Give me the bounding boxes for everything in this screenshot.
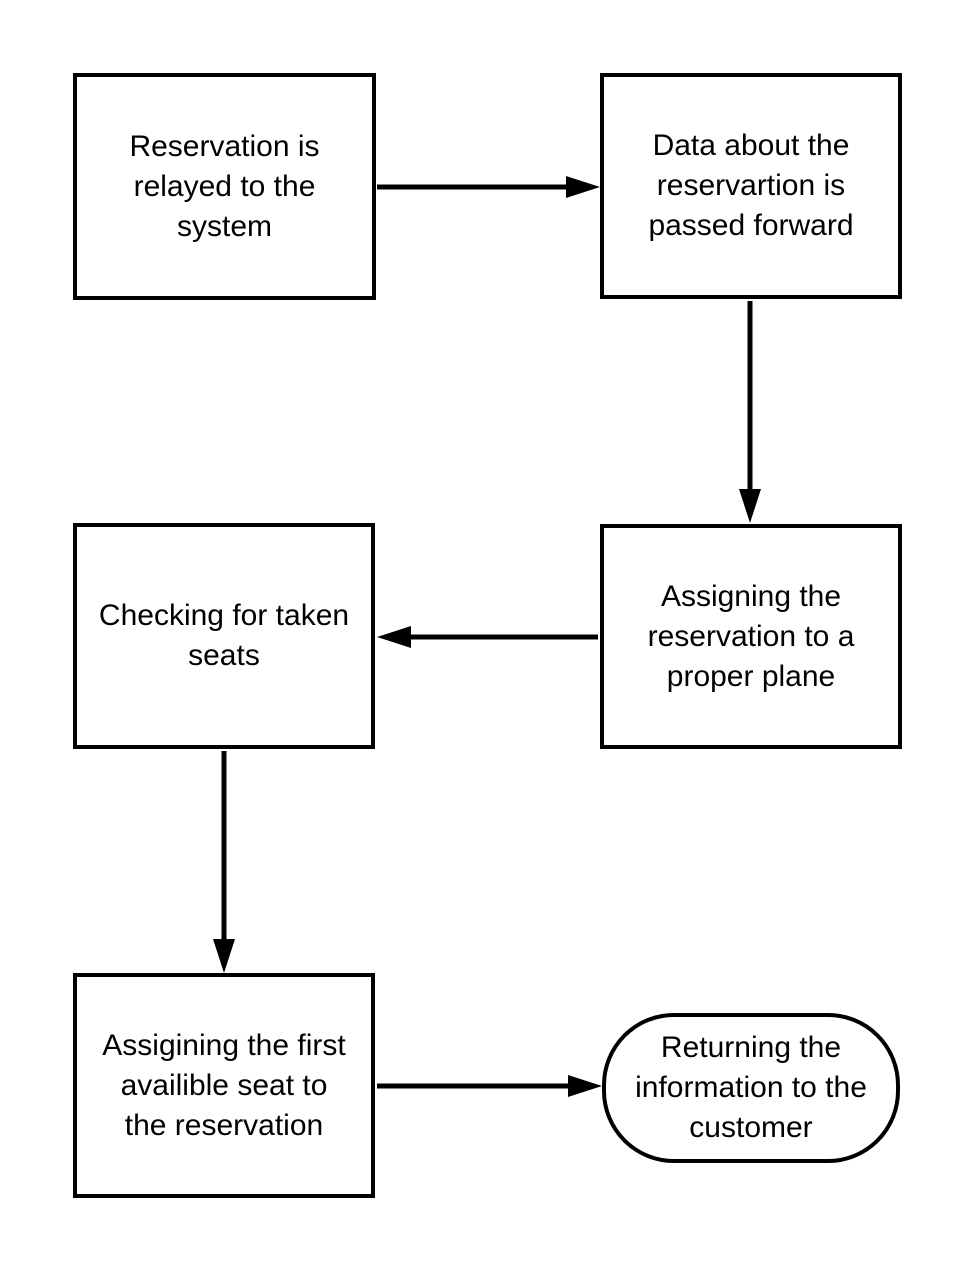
node-label: Data about the reservartion is passed fo…: [648, 129, 854, 242]
arrow-seat-to-return: [377, 1075, 602, 1097]
node-assign-seat: Assigining the first availible seat to t…: [73, 973, 375, 1198]
arrowhead-down-icon: [213, 939, 235, 973]
arrow-reservation-to-data: [377, 176, 600, 198]
node-label: Checking for taken seats: [98, 599, 350, 672]
arrow-checking-to-seat: [213, 751, 235, 973]
arrowhead-right-icon: [568, 1075, 602, 1097]
node-label: Returning the information to the custome…: [635, 1031, 867, 1144]
arrowhead-right-icon: [566, 176, 600, 198]
arrowhead-down-icon: [739, 489, 761, 523]
node-data-passed: Data about the reservartion is passed fo…: [600, 73, 902, 299]
node-label: Assigning the reservation to a proper pl…: [647, 579, 855, 693]
arrow-data-to-plane: [739, 301, 761, 523]
node-reservation-relayed: Reservation is relayed to the system: [73, 73, 376, 300]
node-assign-plane: Assigning the reservation to a proper pl…: [600, 524, 902, 749]
node-label: Assigining the first availible seat to t…: [102, 1028, 346, 1142]
arrowhead-left-icon: [377, 626, 411, 648]
node-checking-seats: Checking for taken seats: [73, 523, 375, 749]
arrow-plane-to-checking: [377, 626, 598, 648]
node-return-info: Returning the information to the custome…: [602, 1013, 900, 1163]
node-label: Reservation is relayed to the system: [129, 129, 320, 243]
